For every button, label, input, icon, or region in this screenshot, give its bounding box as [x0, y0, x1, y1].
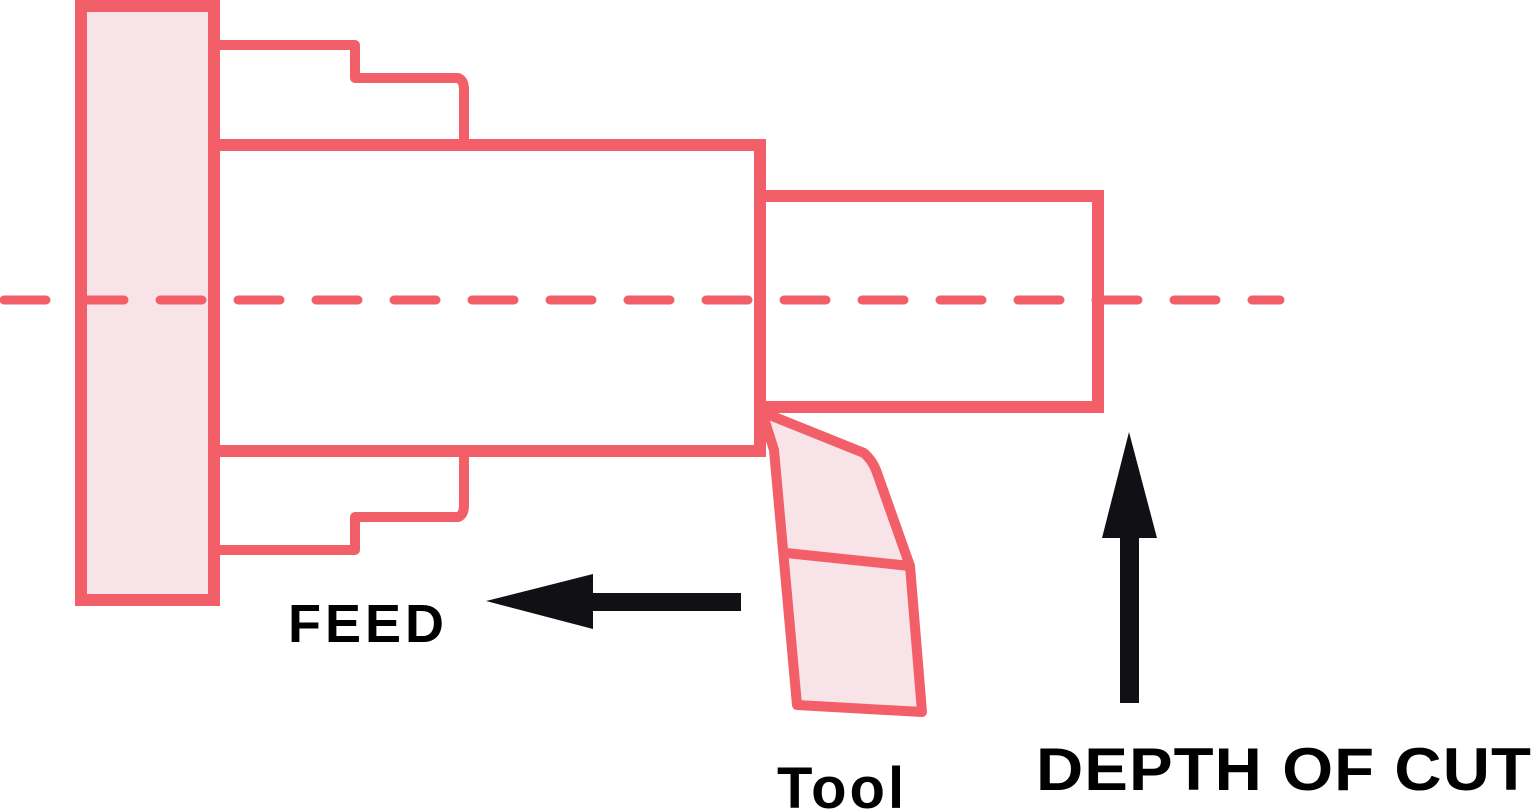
feed-label: FEED: [288, 594, 448, 654]
chuck-jaw-lower: [214, 456, 469, 555]
chuck-jaw-upper: [214, 40, 469, 140]
cutting-tool-edge-line: [781, 548, 915, 571]
depth-of-cut-arrow-icon: [1102, 432, 1157, 703]
depth-of-cut-label: DEPTH OF CUT: [1036, 736, 1532, 803]
tool-label: Tool: [777, 756, 907, 811]
feed-arrow-icon: [486, 574, 741, 629]
